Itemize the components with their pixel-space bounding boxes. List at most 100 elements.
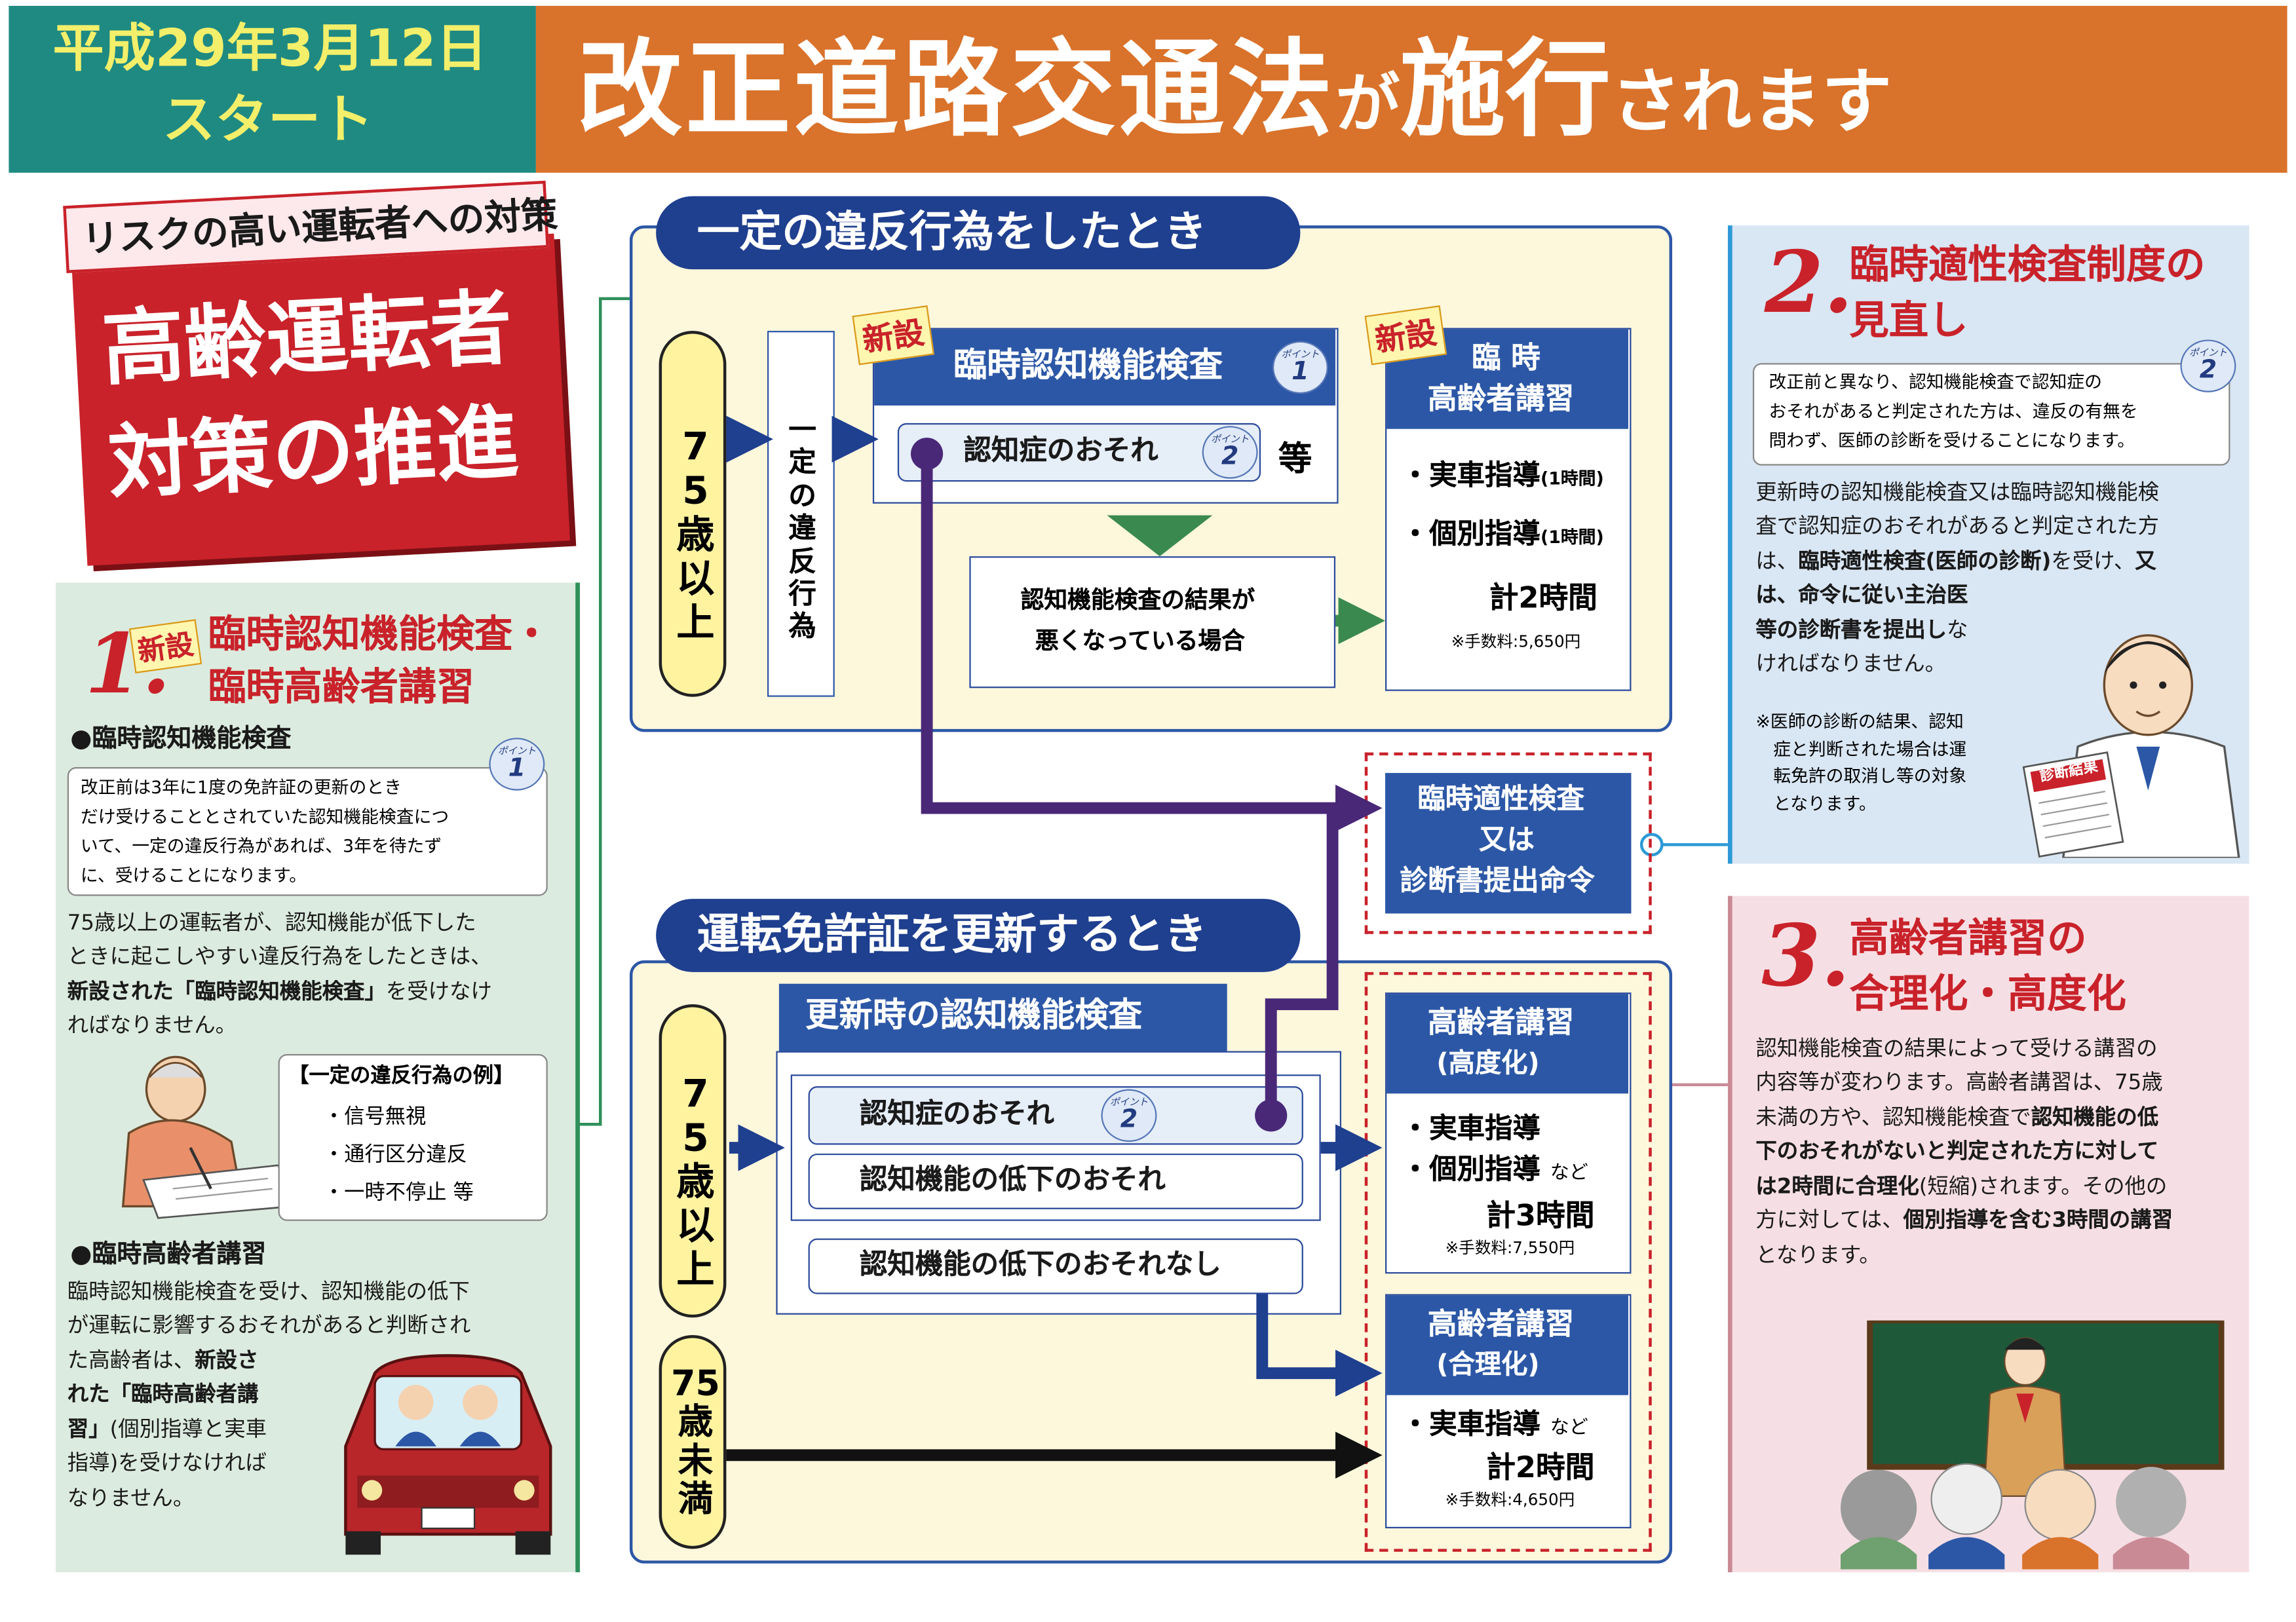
rat-title2: (合理化): [1436, 1349, 1540, 1381]
elderly-writing-illustration: [121, 1055, 294, 1219]
adv-fee: ※手数料:7,550円: [1445, 1238, 1575, 1258]
age-75-top-text: 75歳以上: [676, 426, 715, 645]
section3-title-line2: 合理化・高度化: [1849, 971, 2126, 1018]
option-no-decline: 認知機能の低下のおそれなし: [808, 1238, 1303, 1294]
s1-box-line: 改正前は3年に1度の免許証の更新のとき: [80, 777, 402, 798]
rat-title1: 高齢者講習: [1427, 1306, 1575, 1341]
flow-top-title: 一定の違反行為をしたとき: [697, 206, 1207, 257]
worse-result-box: 認知機能検査の結果が 悪くなっている場合: [969, 556, 1336, 688]
example-item: ・信号無視: [323, 1105, 427, 1129]
section1-paragraph: 75歳以上の運転者が、認知機能が低下した ときに起こしやすい違反行為をしたときは…: [67, 912, 492, 1039]
section2-infobox: 改正前と異なり、認知機能検査で認知症の おそれがあると判定された方は、違反の有無…: [1752, 363, 2230, 466]
renewal-exam-header: 更新時の認知機能検査: [778, 983, 1227, 1051]
section3-paragraph: 認知機能検査の結果によって受ける講習の 内容等が変わります。高齢者講習は、75歳…: [1755, 1038, 2173, 1268]
examples-title: 【一定の違反行為の例】: [288, 1064, 514, 1088]
dementia-risk-top-text: 認知症のおそれ: [963, 434, 1158, 467]
title-main: 改正道路交通法: [577, 28, 1336, 151]
temp-lecture-title2: 高齢者講習: [1427, 381, 1575, 416]
age-under-75-text: 75歳未満: [671, 1363, 720, 1520]
age-75-bottom: 75歳以上: [659, 1004, 727, 1318]
section2-title-line2: 見直し: [1849, 298, 1968, 345]
section3-title-line1: 高齢者講習の: [1849, 916, 2087, 962]
aptitude-box: 臨時適性検査 又は 診断書提出命令: [1385, 772, 1632, 914]
adv-total: 計3時間: [1486, 1197, 1595, 1233]
section1-infobox: 改正前は3年に1度の免許証の更新のとき だけ受けることとされていた認知機能検査に…: [67, 766, 548, 896]
flow-bottom-title: 運転免許証を更新するとき: [697, 909, 1207, 959]
violation-box: 一定の違反行為: [767, 331, 835, 697]
section2-title-line1: 臨時適性検査制度の: [1849, 242, 2206, 289]
section1-title-line2: 臨時高齢者講習: [208, 666, 475, 710]
aptitude-line3: 診断書提出命令: [1400, 865, 1595, 897]
classroom-illustration: [1841, 1320, 2225, 1570]
temp-lecture-title1: 臨 時: [1471, 339, 1540, 375]
flow-top-title-pill: 一定の違反行為をしたとき: [656, 196, 1301, 270]
title-ga: が: [1335, 67, 1400, 142]
section2-number: 2.: [1764, 233, 1854, 333]
option-dementia: 認知症のおそれ: [808, 1086, 1303, 1145]
rational-lecture-header: 高齢者講習 (合理化): [1387, 1295, 1628, 1395]
s2-box-line: 問わず、医師の診断を受けることになります。: [1769, 430, 2135, 451]
s2-box-line: 改正前と異なり、認知機能検査で認知症の: [1769, 371, 2102, 392]
adv-item1: ・実車指導: [1401, 1112, 1540, 1145]
age-under-75: 75歳未満: [659, 1335, 727, 1549]
adv-title2: (高度化): [1436, 1048, 1540, 1079]
car-illustration: [344, 1354, 552, 1555]
rational-lecture-box: 高齢者講習 (合理化) ・実車指導 など 計2時間 ※手数料:4,650円: [1385, 1294, 1632, 1529]
section2-panel: 2. 臨時適性検査制度の 見直し 改正前と異なり、認知機能検査で認知症の おそれ…: [1727, 225, 2249, 864]
renewal-exam-title: 更新時の認知機能検査: [805, 996, 1143, 1035]
aptitude-line2: 又は: [1479, 824, 1535, 857]
section1-sub2: ●臨時高齢者講習: [70, 1239, 267, 1270]
etc-text: 等: [1278, 440, 1312, 479]
temp-exam-title: 臨時認知機能検査: [953, 347, 1223, 385]
s1-box-line: に、受けることになります。: [80, 865, 307, 886]
section1-paragraph2: 臨時認知機能検査を受け、認知機能の低下 が運転に影響するおそれがあると判断され …: [67, 1281, 471, 1511]
rat-total: 計2時間: [1486, 1449, 1595, 1484]
lecture-fee: ※手数料:5,650円: [1451, 632, 1581, 652]
example-item: ・一時不停止 等: [323, 1181, 474, 1205]
section2-note: ※医師の診断の結果、認知 症と判断された場合は運 転免許の取消し等の対象 となり…: [1755, 711, 1967, 814]
temp-exam-header: 臨時認知機能検査: [874, 329, 1336, 406]
s1-box-line: いて、一定の違反行為があれば、3年を待たず: [80, 836, 442, 857]
section1-sub1: ●臨時認知機能検査: [70, 725, 292, 754]
section3-number: 3.: [1761, 906, 1850, 1006]
aptitude-line1: 臨時適性検査: [1417, 783, 1584, 816]
doctor-illustration: [2022, 634, 2240, 858]
option-decline-risk: 認知機能の低下のおそれ: [808, 1153, 1303, 1209]
aptitude-outer: [1364, 752, 1652, 934]
advanced-lecture-box: 高齢者講習 (高度化) ・実車指導 ・個別指導 など 計3時間 ※手数料:7,5…: [1385, 992, 1632, 1274]
title-end: されます: [1611, 61, 1892, 144]
violation-text: 一定の違反行為: [788, 414, 816, 644]
header-date-block: 平成29年3月12日 スタート: [9, 5, 536, 173]
section2-paragraph: 更新時の認知機能検査又は臨時認知機能検 査で認知症のおそれがあると判定された方 …: [1755, 481, 2160, 677]
header-date: 平成29年3月12日: [52, 20, 488, 79]
rat-item1: ・実車指導 など: [1401, 1408, 1588, 1441]
age-75-bottom-text: 75歳以上: [676, 1073, 715, 1292]
s1-box-line: だけ受けることとされていた認知機能検査につ: [80, 806, 450, 827]
title-shikou: 施行: [1400, 28, 1611, 151]
lecture-total: 計2時間: [1489, 579, 1598, 615]
header-title-block: 改正道路交通法が施行されます: [535, 5, 2287, 173]
lecture-item2: ・個別指導(1時間): [1401, 518, 1604, 551]
violation-examples-box: 【一定の違反行為の例】 ・信号無視 ・通行区分違反 ・一時不停止 等: [278, 1053, 548, 1221]
advanced-lecture-header: 高齢者講習 (高度化): [1387, 994, 1628, 1094]
header-title: 改正道路交通法が施行されます: [577, 29, 1892, 151]
section3-panel: 3. 高齢者講習の 合理化・高度化 認知機能検査の結果によって受ける講習の 内容…: [1727, 896, 2249, 1573]
section1-panel: 1. 新設 臨時認知機能検査・ 臨時高齢者講習 ●臨時認知機能検査 改正前は3年…: [55, 582, 580, 1573]
option-no-decline-text: 認知機能の低下のおそれなし: [859, 1249, 1221, 1281]
header-start: スタート: [163, 90, 373, 151]
example-item: ・通行区分違反: [323, 1143, 467, 1167]
s2-box-line: おそれがあると判定された方は、違反の有無を: [1769, 401, 2138, 422]
lecture-item1: ・実車指導(1時間): [1401, 459, 1604, 492]
adv-title1: 高齢者講習: [1427, 1004, 1575, 1040]
lectures-outer: [1364, 971, 1652, 1552]
adv-item2: ・個別指導 など: [1401, 1153, 1588, 1186]
worse-line1: 認知機能検査の結果が: [1020, 585, 1255, 614]
rat-fee: ※手数料:4,650円: [1445, 1490, 1575, 1509]
